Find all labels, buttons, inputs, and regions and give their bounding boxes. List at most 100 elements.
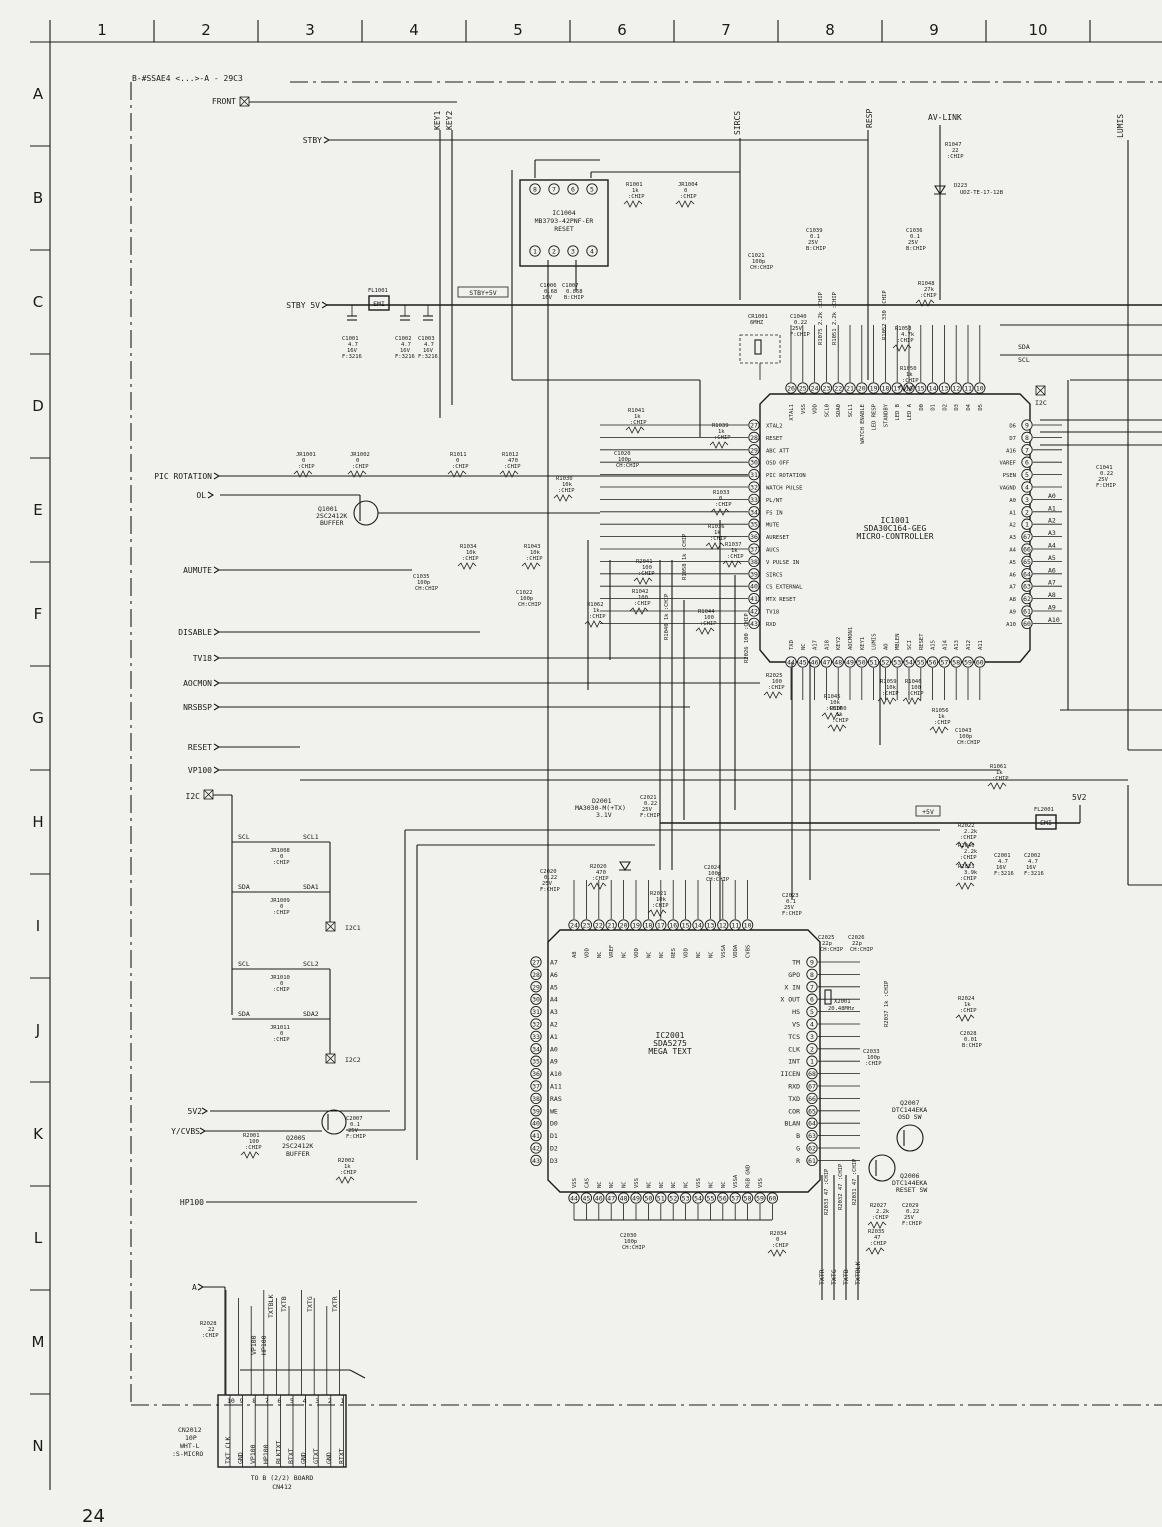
resistor-symbol bbox=[763, 691, 783, 699]
resistor-r2035: R2035 bbox=[868, 1229, 885, 1235]
input-arrow bbox=[213, 566, 221, 574]
resistor-symbol bbox=[892, 344, 912, 352]
board-boundary bbox=[130, 81, 1162, 1406]
ic1004-pin-num: 4 bbox=[590, 248, 594, 256]
ic2001-pin-label: IICEN bbox=[780, 1070, 800, 1078]
svg-text:STBY: STBY bbox=[303, 136, 322, 145]
ic2001-pin-label: NC bbox=[659, 1181, 665, 1188]
capacitor-type: F:3216 bbox=[1024, 871, 1044, 877]
capacitor-rating: 16V bbox=[996, 865, 1007, 871]
ic1001-pin bbox=[1021, 468, 1033, 481]
ic1001-pin-num: 37 bbox=[750, 546, 758, 554]
ic2001-pin-label: TM bbox=[792, 959, 800, 967]
ic1001-pin-label: A4 bbox=[1009, 548, 1016, 554]
ic2001-pin-num: 20 bbox=[620, 922, 628, 930]
ic2001: 24A823VDD22NC21VREF20NC19VDD18NC17NC16RE… bbox=[530, 880, 860, 1221]
ic2001-pin-num: 62 bbox=[808, 1145, 816, 1153]
resistor-value: 2.2k bbox=[964, 829, 978, 835]
input-arrow bbox=[201, 1107, 209, 1115]
ic1001-pin bbox=[1021, 580, 1033, 592]
resistor-chip: :CHIP bbox=[628, 194, 645, 200]
ic2001-pin-label: D3 bbox=[550, 1157, 558, 1165]
ic1001-bus-label: A8 bbox=[1048, 591, 1056, 599]
ic2001-pin-num: 31 bbox=[532, 1008, 540, 1016]
ic2001-pin-num: 52 bbox=[669, 1195, 677, 1203]
resistor-value: 100 bbox=[249, 1139, 259, 1145]
ic2001-pin-label: A4 bbox=[550, 996, 558, 1004]
ic1001-pin-label: FS IN bbox=[766, 510, 783, 516]
col-label-5: 5 bbox=[513, 21, 523, 39]
resistor-value: 1k bbox=[714, 530, 721, 536]
cn-pin-name: TXT CLK bbox=[224, 1437, 232, 1464]
ic2001-pin bbox=[530, 1142, 542, 1154]
ic2001-pin-num: 22 bbox=[595, 922, 603, 930]
ic2001-pin-num: 30 bbox=[532, 996, 540, 1004]
ic2001-pin bbox=[593, 1192, 605, 1204]
ic2001-pin-num: 17 bbox=[657, 922, 665, 930]
ic1001-pin-num: 23 bbox=[822, 385, 830, 393]
ic1001-pin-num: 35 bbox=[750, 521, 758, 529]
ic2001-pin-num: 2 bbox=[810, 1045, 814, 1053]
resistor-value: 470 bbox=[508, 458, 518, 464]
ic1001-pin bbox=[867, 656, 880, 668]
ic2001-pin-label: A11 bbox=[550, 1083, 562, 1091]
ic2001-pin bbox=[593, 919, 605, 931]
ic2001-pin bbox=[806, 1142, 818, 1154]
svg-text:DTC144EKA: DTC144EKA bbox=[892, 1179, 927, 1187]
ic2001-pin-label: NC bbox=[646, 951, 652, 958]
ic1001-pin-label: A3 bbox=[1009, 535, 1016, 541]
ic1001-pin-label: SCL0 bbox=[824, 404, 830, 417]
ic1001-pin-num: 28 bbox=[750, 434, 758, 442]
resistor-r1075: R1075 2.2k :CHIP bbox=[818, 291, 824, 345]
ic1001-pin-num: 14 bbox=[929, 385, 937, 393]
ic1001-pin-num: 63 bbox=[1023, 583, 1031, 591]
capacitor-value: 0.22 bbox=[794, 320, 807, 326]
ic2001-pin bbox=[806, 1055, 818, 1067]
ic2001-pin-num: 65 bbox=[808, 1107, 816, 1115]
ic2001-pin-label: NC bbox=[609, 1181, 615, 1188]
ic1001-pin-label: A18 bbox=[824, 640, 830, 650]
ic1001-pin bbox=[856, 656, 868, 668]
ic1001-bus-label: A5 bbox=[1048, 554, 1056, 562]
capacitor-value: 0.068 bbox=[566, 289, 583, 295]
resistor-symbol bbox=[955, 861, 975, 869]
capacitor-rating: :CHIP bbox=[865, 1061, 882, 1067]
capacitor-c1006: C1006 bbox=[540, 283, 557, 289]
ic2001-pin-label: VDDA bbox=[733, 944, 739, 958]
capacitor-c2021: C2021 bbox=[640, 795, 657, 801]
svg-text:D223: D223 bbox=[954, 183, 967, 189]
ic2001-pin bbox=[642, 919, 655, 931]
ic1001-pin-label: D2 bbox=[942, 404, 948, 411]
cn-txtb: TXTB bbox=[280, 1296, 288, 1312]
svg-text:WHT-L: WHT-L bbox=[180, 1442, 200, 1450]
ic1001-pin bbox=[748, 506, 760, 518]
ic1001-pin bbox=[748, 568, 760, 580]
ic1001-pin-label: LED B bbox=[895, 403, 901, 420]
ic2001-pin bbox=[530, 1092, 542, 1105]
row-label-H: H bbox=[32, 813, 43, 831]
resistor-r1030: R1030 bbox=[556, 476, 573, 482]
resistor-symbol bbox=[897, 384, 917, 392]
i2c-jumper-chip: :CHIP bbox=[273, 860, 290, 866]
cap-volt: 16V bbox=[347, 348, 358, 354]
ic1001-pin-num: 50 bbox=[858, 659, 866, 667]
resistor-r1058: R1058 1k :CHIP bbox=[682, 533, 688, 580]
capacitor-c2029: C2029 bbox=[902, 1203, 919, 1209]
input-arrow bbox=[213, 654, 221, 662]
resistor-chip: :CHIP bbox=[700, 621, 717, 627]
svg-text:Q2005: Q2005 bbox=[286, 1134, 306, 1142]
svg-text:R1047: R1047 bbox=[945, 142, 962, 148]
ic1001-pin bbox=[915, 656, 927, 668]
ic1001-pin-num: 20 bbox=[858, 385, 866, 393]
input-pic_rotation: PIC ROTATION bbox=[154, 472, 212, 481]
ic1001-pin-num: 5 bbox=[1025, 471, 1029, 479]
resistor-chip: :CHIP bbox=[715, 502, 732, 508]
row-label-N: N bbox=[32, 1437, 43, 1455]
capacitor-type: F:3216 bbox=[994, 871, 1014, 877]
lumis-label: LUMIS bbox=[1116, 114, 1125, 138]
resistor-r1062: R1062 bbox=[587, 602, 604, 608]
row-label-C: C bbox=[33, 293, 43, 311]
capacitor-type: F:CHIP bbox=[782, 911, 803, 917]
